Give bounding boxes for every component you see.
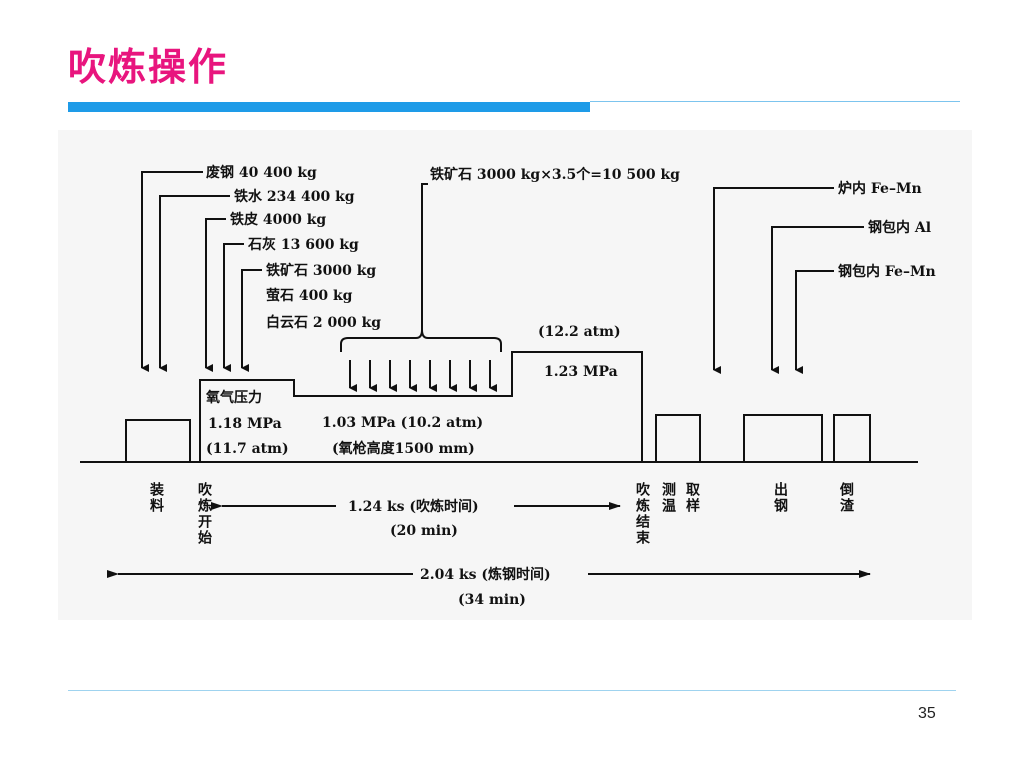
stage-tapping: 出钢 xyxy=(772,481,788,514)
iron-ore-label: 铁矿石 3000 kg xyxy=(266,262,376,279)
sampling-box xyxy=(655,414,701,463)
pressure-3-atm: (12.2 atm) xyxy=(538,324,621,340)
pressure-2-label: 1.03 MPa (10.2 atm) xyxy=(322,415,483,431)
furnace-femn-arrow xyxy=(713,187,834,374)
pressure-3-mpa: 1.23 MPa xyxy=(544,364,618,380)
oxygen-pressure-profile xyxy=(199,351,643,462)
scrap-arrow xyxy=(141,171,203,372)
oxygen-pressure-label: 氧气压力 xyxy=(205,389,262,406)
ladle-femn-label: 钢包内 Fe–Mn xyxy=(838,263,936,280)
title-underline-thin xyxy=(590,101,960,102)
diagram-svg: 废钢 40 400 kg 铁水 234 400 kg 铁皮 4000 kg 石灰… xyxy=(80,164,936,608)
steel-time-label: 2.04 ks (炼钢时间) xyxy=(420,566,551,583)
steel-time-minutes: (34 min) xyxy=(458,592,526,608)
pressure-2-note: (氧枪高度1500 mm) xyxy=(332,440,475,457)
blow-time-label: 1.24 ks (吹炼时间) xyxy=(348,498,479,515)
pressure-1-atm: (11.7 atm) xyxy=(206,441,289,457)
stage-blow-start: 吹炼开始 xyxy=(196,481,212,546)
hot-metal-label: 铁水 234 400 kg xyxy=(234,188,355,205)
pressure-1-mpa: 1.18 MPa xyxy=(208,416,282,432)
iron-ore-arrow xyxy=(241,269,262,372)
dolomite-label: 白云石 2 000 kg xyxy=(266,314,381,331)
scrap-label: 废钢 40 400 kg xyxy=(206,164,317,181)
stage-charging: 装料 xyxy=(148,481,165,514)
ladle-al-label: 钢包内 Al xyxy=(868,219,931,236)
ladle-al-arrow xyxy=(771,226,864,374)
charging-box xyxy=(125,419,191,463)
lime-label: 石灰 13 600 kg xyxy=(247,236,359,253)
page-number: 35 xyxy=(918,705,936,722)
title-underline-bar xyxy=(68,102,590,112)
slide-title: 吹炼操作 xyxy=(68,45,229,89)
iron-skin-arrow xyxy=(205,218,226,372)
ore-batches-brace xyxy=(340,183,502,352)
footer-divider xyxy=(68,690,956,691)
stage-blow-end: 吹炼结束 xyxy=(634,481,650,546)
blow-time-minutes: (20 min) xyxy=(390,523,458,539)
furnace-femn-label: 炉内 Fe–Mn xyxy=(838,180,922,197)
hot-metal-arrow xyxy=(159,195,230,372)
lime-arrow xyxy=(223,243,244,372)
fluorite-label: 萤石 400 kg xyxy=(266,287,353,304)
iron-skin-label: 铁皮 4000 kg xyxy=(230,211,326,228)
stage-deslagging: 倒渣 xyxy=(838,481,855,514)
deslagging-box xyxy=(833,414,871,463)
stage-temp-measure: 测温 xyxy=(660,481,676,514)
bof-operation-diagram: 废钢 40 400 kg 铁水 234 400 kg 铁皮 4000 kg 石灰… xyxy=(58,130,972,620)
tapping-box xyxy=(743,414,823,463)
ore-batches-label: 铁矿石 3000 kg×3.5个=10 500 kg xyxy=(430,166,680,183)
stage-sampling: 取样 xyxy=(684,482,700,514)
ladle-femn-arrow xyxy=(795,270,834,374)
